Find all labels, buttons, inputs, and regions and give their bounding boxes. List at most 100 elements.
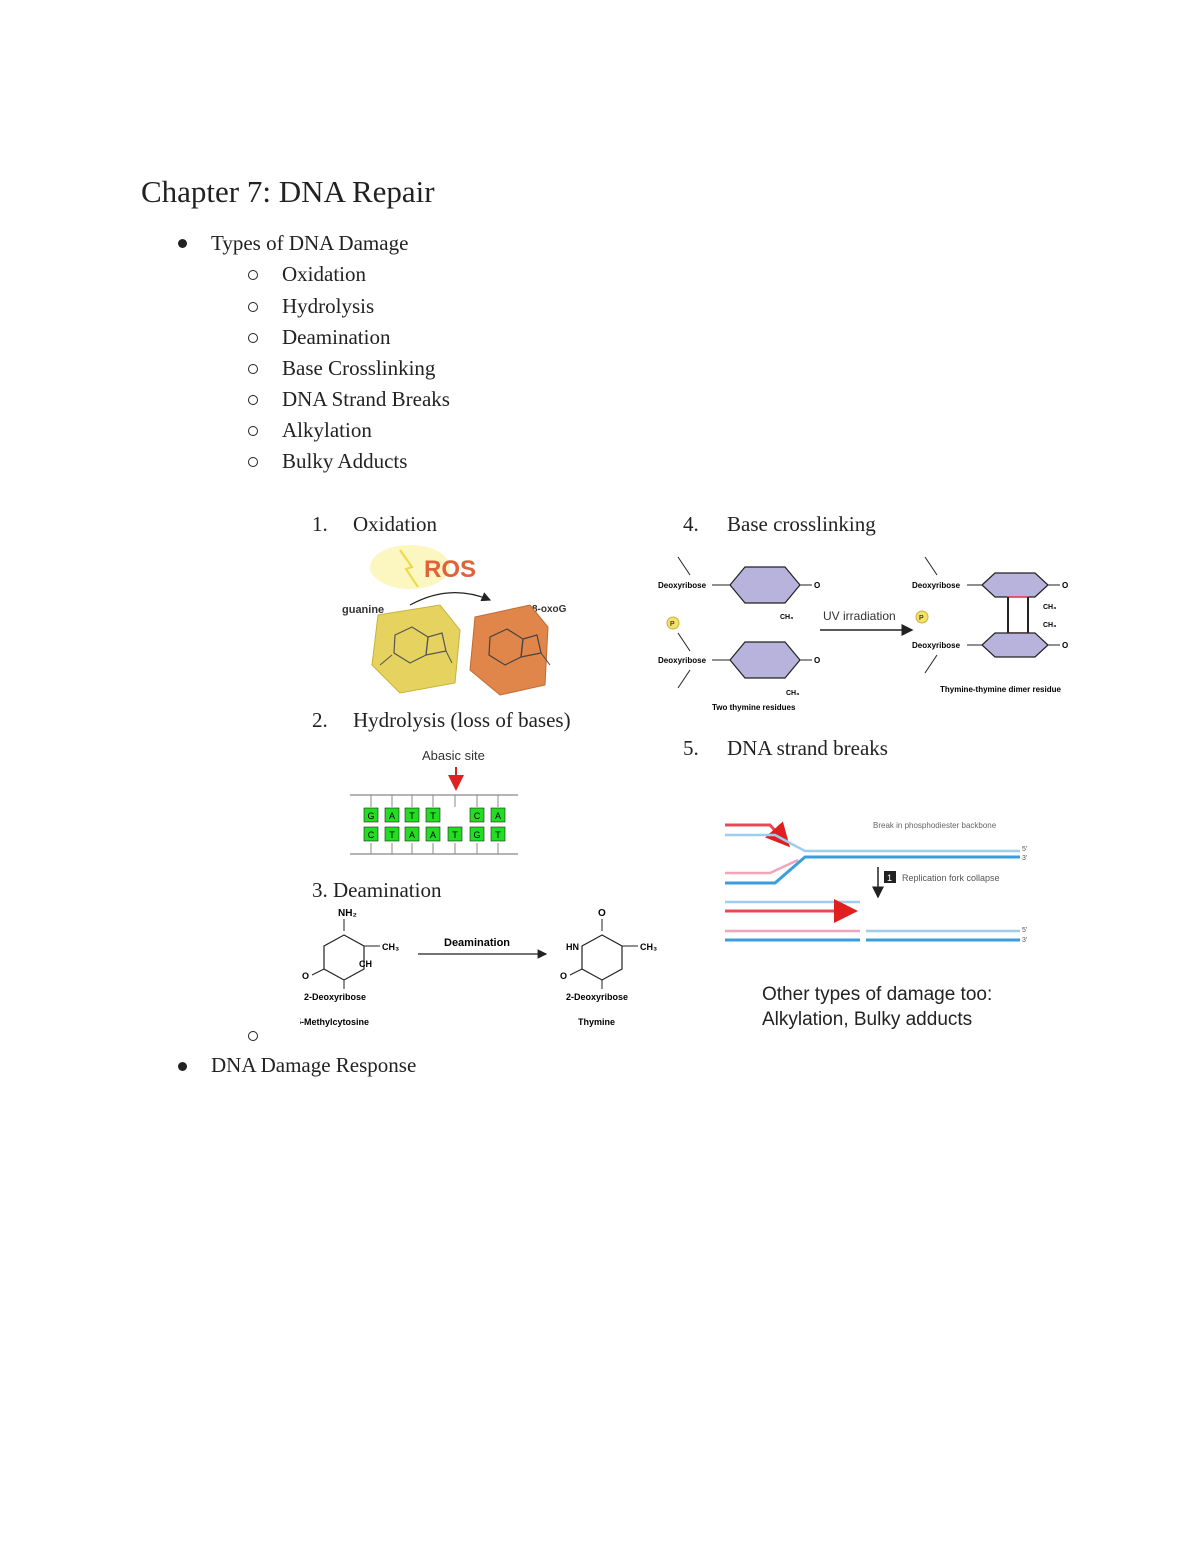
figure-label: Deoxyribose xyxy=(658,581,707,590)
sub-bullet-icon xyxy=(248,333,258,343)
oxog-molecule xyxy=(469,604,549,696)
subitem-oxidation: Oxidation xyxy=(282,262,366,286)
bullet-icon xyxy=(178,239,187,248)
figure-label: HN xyxy=(566,942,579,952)
break-label: Break in phosphodiester backbone xyxy=(873,821,997,830)
bullet-dna-damage-response: DNA Damage Response xyxy=(211,1053,417,1077)
thymine-ring xyxy=(581,934,623,981)
nucleotide-tile xyxy=(447,826,463,842)
subitem-bulky-adducts: Bulky Adducts xyxy=(282,449,408,473)
figure-label: CH₃ xyxy=(640,942,657,952)
other-types-line2: Alkylation, Bulky adducts xyxy=(762,1009,972,1030)
figure-label: O xyxy=(560,971,567,981)
abasic-site-label: Abasic site xyxy=(422,748,485,763)
step-badge xyxy=(884,871,896,883)
figure-label: P xyxy=(919,615,924,622)
figure-label: 5' xyxy=(1022,927,1027,934)
figure-label: O xyxy=(302,971,309,981)
oxidation-title: Oxidation xyxy=(353,512,437,536)
thymine-base xyxy=(729,566,801,604)
figure-label: 1 xyxy=(887,873,892,883)
top-strand: G A T T C A xyxy=(363,807,506,823)
nucleotide-tile xyxy=(404,826,420,842)
figure-label: CH xyxy=(359,959,372,969)
thymine-base xyxy=(729,641,801,679)
figure-label: CH₃ xyxy=(382,942,399,952)
figure-label: P xyxy=(670,621,675,628)
ros-label: ROS xyxy=(424,556,476,583)
sub-bullet-icon xyxy=(248,302,258,312)
dimer-base xyxy=(981,632,1049,658)
figure-label: 5' xyxy=(1022,846,1027,853)
nucleotide-letter: T xyxy=(409,811,415,821)
two-thymine-caption: Two thymine residues xyxy=(712,703,796,712)
nucleotide-letter: T xyxy=(430,811,436,821)
guanine-label: guanine xyxy=(342,604,384,616)
nucleotide-tile xyxy=(490,826,506,842)
guanine-molecule xyxy=(371,604,461,694)
strand-breaks-number: 5. xyxy=(683,736,699,760)
nucleotide-tile xyxy=(404,807,420,823)
figure-label: O xyxy=(814,581,820,590)
right-sugar-label: 2-Deoxyribose xyxy=(566,992,628,1002)
figure-label: CH₃ xyxy=(1043,604,1056,611)
bottom-strand: C T A A T G T xyxy=(363,826,506,842)
nucleotide-letter: G xyxy=(367,811,374,821)
nucleotide-letter: C xyxy=(368,830,375,840)
oxidation-number: 1. xyxy=(312,512,328,536)
nucleotide-letter: A xyxy=(430,830,436,840)
figure-label: 3' xyxy=(1022,855,1027,862)
strand-breaks-title: DNA strand breaks xyxy=(727,736,888,760)
lightning-icon xyxy=(399,549,419,588)
sub-bullet-icon xyxy=(248,426,258,436)
figure-label: CH₃ xyxy=(1043,622,1056,629)
methylcytosine-ring xyxy=(323,934,365,981)
bullet-types-of-dna-damage: Types of DNA Damage xyxy=(211,231,409,255)
hydrolysis-number: 2. xyxy=(312,708,328,732)
panel-oxidation: 1. Oxidation ROS guanine 8-oxoG xyxy=(312,512,567,696)
figure-label: Deoxyribose xyxy=(912,641,961,650)
oxidation-arrow xyxy=(409,592,492,606)
nucleotide-letter: G xyxy=(473,830,480,840)
page-title: Chapter 7: DNA Repair xyxy=(141,174,435,209)
nucleotide-letter: T xyxy=(495,830,501,840)
nucleotide-tile xyxy=(363,826,379,842)
replication-fork-collapse-label: Replication fork collapse xyxy=(902,873,1000,883)
nucleotide-tile xyxy=(469,826,485,842)
panel-hydrolysis: 2. Hydrolysis (loss of bases) Abasic sit… xyxy=(312,708,571,855)
dimer-crosslink xyxy=(1007,596,1029,634)
other-types-line1: Other types of damage too: xyxy=(762,984,992,1005)
nucleotide-letter: A xyxy=(409,830,415,840)
two-thymine-residues: Deoxyribose O CH₃ P Deoxyribose O CH₃ Tw… xyxy=(658,556,820,712)
crosslinking-number: 4. xyxy=(683,512,699,536)
figure-label: O xyxy=(598,908,606,919)
subitem-deamination: Deamination xyxy=(282,325,391,349)
nucleotide-tile xyxy=(384,807,400,823)
panel-strand-breaks: 5. DNA strand breaks Break in phosphodie… xyxy=(683,736,1027,944)
phosphate-icon xyxy=(915,610,929,624)
oxog-label: 8-oxoG xyxy=(532,604,567,615)
deamination-title: 3. Deamination xyxy=(312,878,442,902)
subitem-dna-strand-breaks: DNA Strand Breaks xyxy=(282,387,450,411)
lagging-strand-pink xyxy=(725,858,799,875)
methylcytosine-label: 5-Methylcytosine xyxy=(300,1017,369,1027)
subitem-hydrolysis: Hydrolysis xyxy=(282,294,375,318)
figure-label: Deoxyribose xyxy=(912,581,961,590)
nucleotide-tile xyxy=(425,807,441,823)
nucleotide-tile xyxy=(425,826,441,842)
phosphate-icon xyxy=(666,616,680,630)
nucleotide-letter: A xyxy=(389,811,395,821)
crosslinking-title: Base crosslinking xyxy=(727,512,876,536)
sub-bullet-icon xyxy=(248,395,258,405)
deamination-arrow-label: Deamination xyxy=(444,937,510,949)
sub-bullet-icon xyxy=(248,457,258,467)
subitem-base-crosslinking: Base Crosslinking xyxy=(282,356,436,380)
hydrolysis-title: Hydrolysis (loss of bases) xyxy=(353,708,571,732)
sub-bullet-icon xyxy=(248,364,258,374)
thymine-label: Thymine xyxy=(578,1017,615,1027)
panel-base-crosslinking: 4. Base crosslinking Deoxyribose O CH₃ P… xyxy=(658,512,1068,712)
parent-strand-lightblue xyxy=(725,833,1020,853)
figure-label: O xyxy=(814,656,820,665)
panel-deamination: 3. Deamination NH₂ CH₃ CH O 2-Deoxyribos… xyxy=(300,878,657,1027)
subitem-alkylation: Alkylation xyxy=(282,418,372,442)
